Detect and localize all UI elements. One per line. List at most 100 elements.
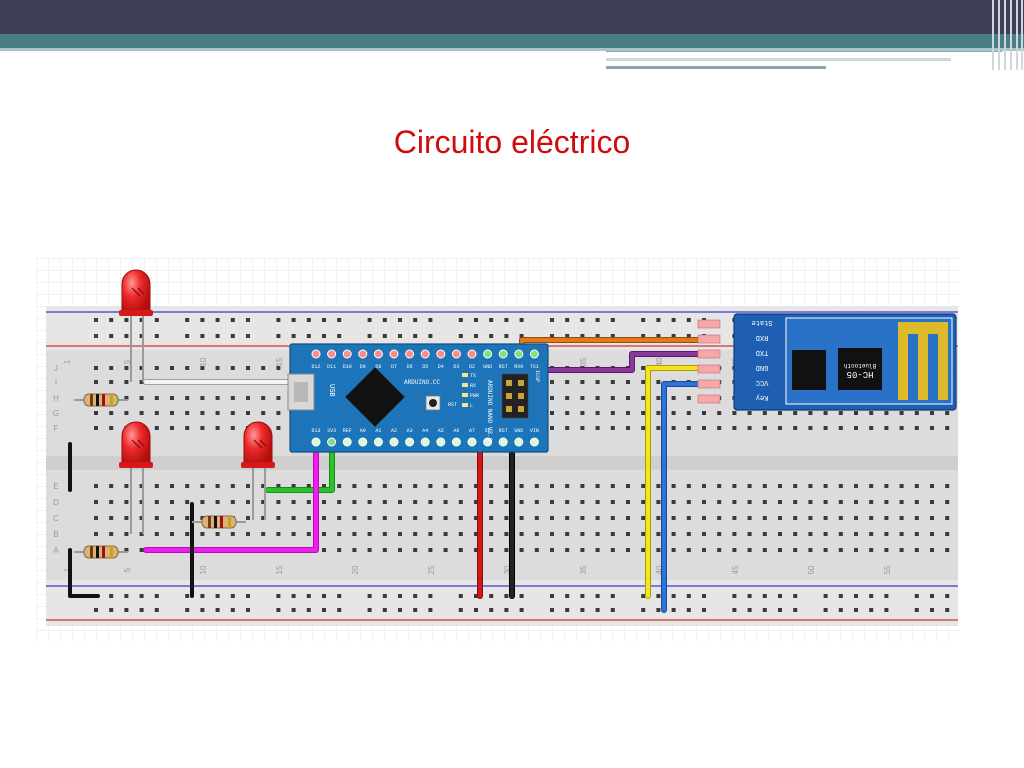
grid-hole	[686, 548, 691, 552]
rail-hole	[565, 608, 570, 612]
bluetooth-pin-header	[697, 349, 721, 359]
rail-hole	[367, 594, 372, 598]
usb-port	[294, 382, 308, 402]
grid-hole	[702, 484, 706, 488]
slide-tab-line	[606, 66, 826, 69]
grid-hole	[550, 426, 554, 430]
grid-hole	[185, 426, 190, 430]
grid-hole	[276, 500, 281, 504]
grid-hole	[428, 516, 433, 520]
rail-hole	[124, 608, 129, 612]
slide-accent-band	[0, 34, 1024, 48]
arduino-pin-label: D11	[327, 364, 336, 370]
rail-hole	[230, 318, 235, 322]
rail-hole	[793, 594, 798, 598]
grid-hole	[215, 532, 220, 536]
rail-hole	[565, 318, 570, 322]
rail-hole	[200, 318, 205, 322]
grid-hole	[854, 532, 858, 536]
grid-hole	[94, 366, 98, 370]
grid-hole	[793, 532, 798, 536]
rail-hole	[185, 594, 190, 598]
grid-hole	[945, 411, 950, 415]
rail-hole	[94, 608, 98, 612]
rail-hole	[474, 318, 478, 322]
grid-hole	[413, 500, 418, 504]
column-number: 15	[275, 357, 284, 366]
icsp-header: ICSP	[501, 370, 540, 419]
grid-hole	[626, 500, 630, 504]
grid-hole	[428, 532, 433, 536]
rail-hole	[306, 334, 311, 338]
rail-hole	[337, 318, 342, 322]
grid-hole	[823, 532, 828, 536]
slide-title: Circuito eléctrico	[393, 124, 631, 160]
rail-hole	[656, 334, 661, 338]
grid-hole	[367, 500, 372, 504]
rail-hole	[139, 608, 144, 612]
row-letter: F	[54, 424, 59, 433]
grid-hole	[337, 516, 342, 520]
arduino-pin	[467, 349, 477, 359]
grid-hole	[595, 500, 600, 504]
grid-hole	[170, 516, 174, 520]
rail-hole	[884, 608, 889, 612]
grid-hole	[200, 484, 205, 488]
rail-hole	[550, 608, 554, 612]
grid-hole	[154, 366, 159, 370]
grid-hole	[94, 484, 98, 488]
grid-hole	[914, 426, 919, 430]
grid-hole	[215, 484, 220, 488]
rail-hole	[504, 318, 509, 322]
grid-hole	[747, 484, 752, 488]
status-led	[462, 403, 468, 407]
grid-hole	[367, 532, 372, 536]
grid-hole	[641, 484, 646, 488]
rail-hole	[291, 608, 296, 612]
grid-hole	[109, 484, 114, 488]
grid-hole	[930, 484, 934, 488]
grid-hole	[200, 426, 205, 430]
arduino-pin	[420, 437, 430, 447]
bluetooth-pin-label: VCC	[756, 378, 769, 386]
rail-hole	[930, 608, 934, 612]
grid-hole	[838, 548, 843, 552]
bluetooth-antenna	[898, 322, 948, 400]
bluetooth-pin-header	[697, 364, 721, 374]
grid-hole	[261, 366, 266, 370]
rail-hole	[595, 594, 600, 598]
grid-hole	[154, 532, 159, 536]
rail-hole	[550, 334, 554, 338]
rail-hole	[489, 318, 494, 322]
grid-hole	[139, 484, 144, 488]
grid-hole	[367, 548, 372, 552]
rail-hole	[565, 594, 570, 598]
grid-hole	[443, 516, 448, 520]
bluetooth-pin-header	[697, 319, 721, 329]
grid-hole	[382, 516, 387, 520]
rail-hole	[686, 594, 691, 598]
row-letter: G	[53, 409, 59, 418]
column-number: 55	[883, 565, 892, 574]
grid-hole	[550, 548, 554, 552]
row-letter: H	[53, 394, 59, 403]
rail-hole	[671, 334, 676, 338]
grid-hole	[656, 396, 661, 400]
arduino-pin	[389, 437, 399, 447]
grid-hole	[200, 532, 205, 536]
grid-hole	[732, 532, 737, 536]
grid-hole	[246, 500, 250, 504]
bluetooth-pin-header	[697, 394, 721, 404]
rail-hole	[580, 594, 585, 598]
grid-hole	[838, 411, 843, 415]
grid-hole	[291, 516, 296, 520]
grid-hole	[534, 548, 539, 552]
grid-hole	[413, 532, 418, 536]
grid-hole	[230, 411, 235, 415]
rail-hole	[656, 608, 661, 612]
grid-hole	[565, 500, 570, 504]
grid-hole	[808, 484, 813, 488]
grid-hole	[884, 484, 889, 488]
